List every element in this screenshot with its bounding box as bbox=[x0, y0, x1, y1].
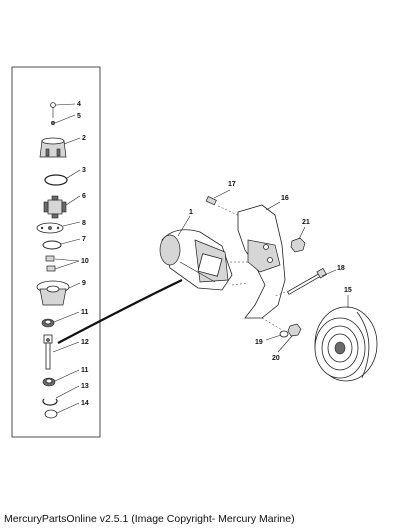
callout-1: 1 bbox=[189, 209, 193, 216]
callout-13: 13 bbox=[81, 383, 89, 390]
washer-part bbox=[50, 120, 56, 126]
callout-21: 21 bbox=[302, 219, 310, 226]
callout-15: 15 bbox=[344, 287, 352, 294]
callout-19: 19 bbox=[255, 339, 263, 346]
copyright-caption: MercuryPartsOnline v2.5.1 (Image Copyrig… bbox=[4, 513, 295, 525]
callout-17: 17 bbox=[228, 181, 236, 188]
pump-cover-part bbox=[39, 137, 67, 158]
callout-5: 5 bbox=[77, 113, 81, 120]
gasket-part bbox=[42, 240, 62, 250]
o-ring-part bbox=[44, 174, 68, 186]
inset-box bbox=[11, 66, 101, 438]
callout-9: 9 bbox=[82, 280, 86, 287]
callout-11-lower: 11 bbox=[81, 367, 89, 374]
mounting-bracket-part bbox=[237, 204, 286, 319]
connector-line bbox=[57, 279, 183, 344]
impeller-part bbox=[43, 195, 67, 219]
nut-20-part bbox=[287, 323, 302, 337]
callout-4: 4 bbox=[77, 101, 81, 108]
nut-parts bbox=[45, 255, 56, 272]
callout-7: 7 bbox=[82, 236, 86, 243]
washer-19-part bbox=[279, 330, 289, 338]
seal-lower-part bbox=[42, 377, 56, 387]
stud-part bbox=[205, 196, 241, 217]
callout-20: 20 bbox=[272, 355, 280, 362]
callout-8: 8 bbox=[82, 220, 86, 227]
callout-10: 10 bbox=[81, 258, 89, 265]
bolt-part bbox=[274, 267, 327, 297]
wear-plate-part bbox=[36, 222, 64, 234]
callout-16: 16 bbox=[281, 195, 289, 202]
callout-3: 3 bbox=[82, 167, 86, 174]
seal-upper-part bbox=[41, 318, 55, 328]
callout-14: 14 bbox=[81, 400, 89, 407]
drive-shaft-part bbox=[43, 334, 53, 370]
pulley-part bbox=[314, 306, 378, 382]
pump-assembly-part bbox=[159, 229, 249, 291]
inset-leaders bbox=[52, 103, 81, 414]
callout-6: 6 bbox=[82, 193, 86, 200]
callout-11-upper: 11 bbox=[81, 309, 89, 316]
lower-washer-part bbox=[44, 409, 58, 419]
callout-2: 2 bbox=[82, 135, 86, 142]
callout-18: 18 bbox=[337, 265, 345, 272]
screw-part bbox=[50, 102, 56, 118]
pump-body-part bbox=[36, 280, 70, 306]
main-leaders bbox=[177, 189, 349, 353]
snap-ring-part bbox=[42, 398, 58, 406]
callout-12: 12 bbox=[81, 339, 89, 346]
nut-21-part bbox=[290, 237, 306, 253]
